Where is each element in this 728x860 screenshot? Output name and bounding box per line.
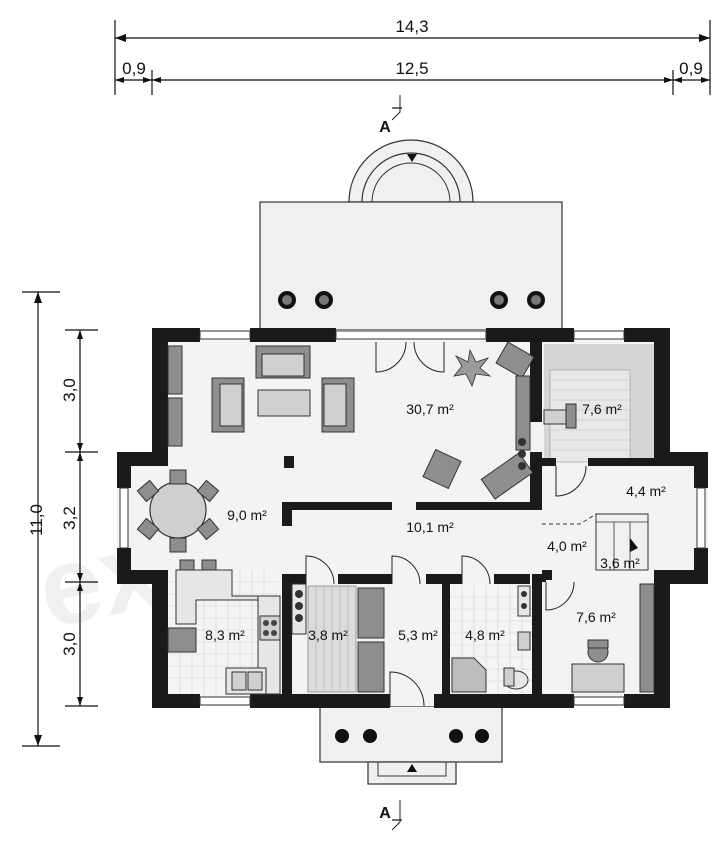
dim-total-depth: 11,0: [27, 504, 46, 536]
room-dining-area: 9,0 m²: [227, 507, 267, 523]
bathroom-fixtures: [451, 585, 531, 693]
stairs: [542, 513, 649, 571]
room-stairs-hall-area: 4,0 m²: [547, 538, 587, 554]
left-dimensions: 11,0 3,0 3,2 3,0: [22, 291, 98, 747]
room-boiler-area: 7,6 m²: [582, 401, 622, 417]
plant-icon: [453, 348, 492, 388]
room-entry-area: 5,3 m²: [398, 627, 438, 643]
room-bathroom-area: 4,8 m²: [465, 627, 505, 643]
doors: [305, 341, 587, 707]
room-stairs-area: 3,6 m²: [600, 555, 640, 571]
room-office-area: 7,6 m²: [576, 609, 616, 625]
dim-segment-bottom: 3,0: [60, 632, 79, 656]
rear-porch: [319, 705, 503, 785]
dim-left-margin: 0,9: [122, 59, 146, 78]
dim-inner-width: 12,5: [395, 59, 428, 78]
section-label-top: A: [379, 119, 391, 136]
room-kitchen-area: 8,3 m²: [205, 627, 245, 643]
front-terrace: [259, 139, 563, 331]
dim-total-width: 14,3: [395, 17, 428, 36]
dim-segment-top: 3,0: [60, 378, 79, 402]
room-hall-area: 10,1 m²: [406, 519, 454, 535]
dim-segment-middle: 3,2: [60, 506, 79, 530]
room-pantry-area: 3,8 m²: [308, 627, 348, 643]
dim-right-margin: 0,9: [679, 59, 703, 78]
living-furniture: [167, 341, 535, 500]
room-labels: 30,7 m² 7,6 m² 4,4 m² 9,0 m² 10,1 m² 4,0…: [205, 401, 666, 643]
boiler-fixtures: [543, 403, 577, 429]
section-mark-bottom: A: [379, 800, 402, 831]
section-mark-top: A: [379, 95, 402, 136]
dining-furniture: [136, 469, 220, 553]
office-furniture: [571, 583, 655, 693]
room-vestibule-area: 4,4 m²: [626, 483, 666, 499]
inner-walls: [282, 342, 654, 694]
room-living-area: 30,7 m²: [406, 401, 454, 417]
section-label-bottom: A: [379, 805, 391, 822]
top-dimensions: 14,3 0,9 12,5 0,9: [114, 17, 711, 95]
kitchen-furniture: [167, 559, 281, 695]
pantry-furniture: [291, 583, 385, 693]
outer-walls: [117, 328, 708, 708]
